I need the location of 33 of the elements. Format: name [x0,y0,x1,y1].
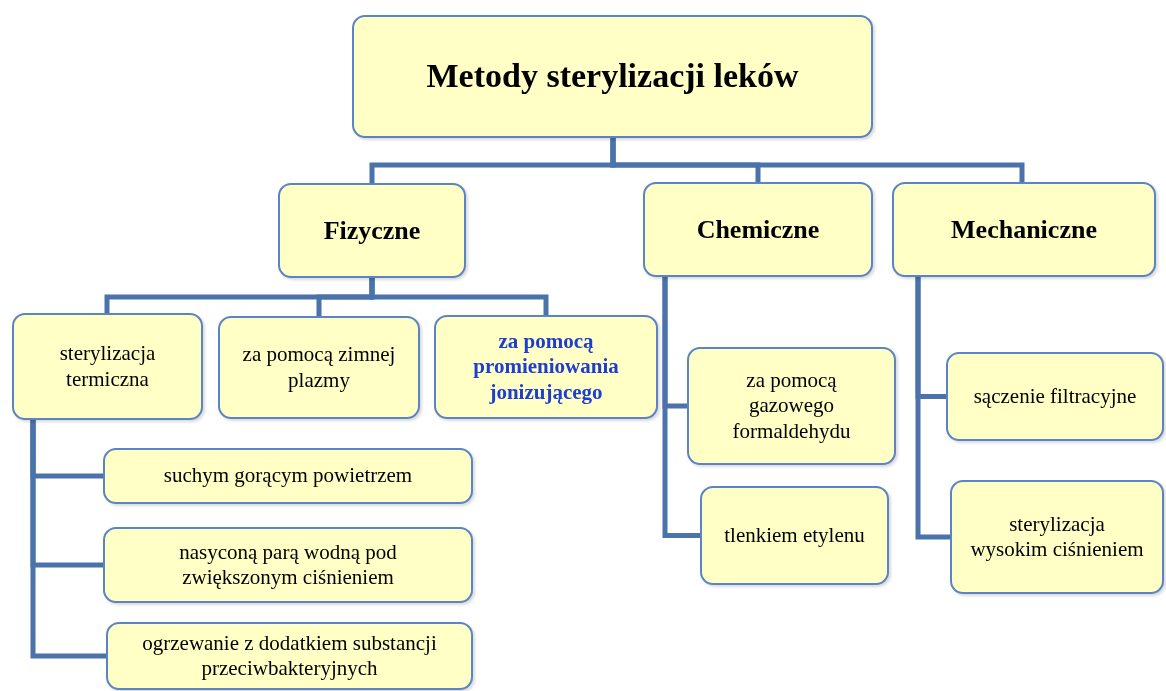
title-box [352,15,873,138]
connector-line [610,138,1025,182]
node-label: ogrzewanie z dodatkiem substancji przeciwbakteryjnych [141,630,438,682]
node-label: nasyconą parą wodną pod zwiększonym ciśnieniem [178,539,398,591]
node-label: suchym gorącym powietrzem [163,463,413,489]
category-box [278,183,466,278]
category-box [218,316,420,419]
connector-line [662,277,700,538]
category-box [687,347,896,465]
node-label: za pomocą gazowego formaldehydu [731,368,852,444]
category-box [12,313,203,420]
connector-line [369,278,549,315]
category-box [103,527,473,603]
node-label: sączenie filtracyjne [973,383,1137,410]
node-label: tlenkiem etylenu [724,522,865,549]
node-label: Fizyczne [323,214,421,247]
node-label: za pomocą zimnej plazmy [241,342,397,393]
node-label: za pomocą promieniowania jonizującego [472,329,620,405]
connector-line [915,277,950,540]
category-box [434,315,658,419]
category-box [892,182,1156,277]
connector-line [30,420,106,659]
node-label: Mechaniczne [951,213,1097,246]
category-box [643,182,873,277]
node-label: sterylizacja termiczna [58,341,157,392]
category-box [946,352,1164,441]
node-label: Metody sterylizacji leków [426,56,799,97]
category-box [950,480,1164,594]
category-box [700,486,889,585]
node-label: Chemiczne [696,213,820,246]
category-box [103,448,473,504]
category-box [106,622,473,690]
node-label: sterylizacja wysokim ciśnieniem [970,511,1144,563]
